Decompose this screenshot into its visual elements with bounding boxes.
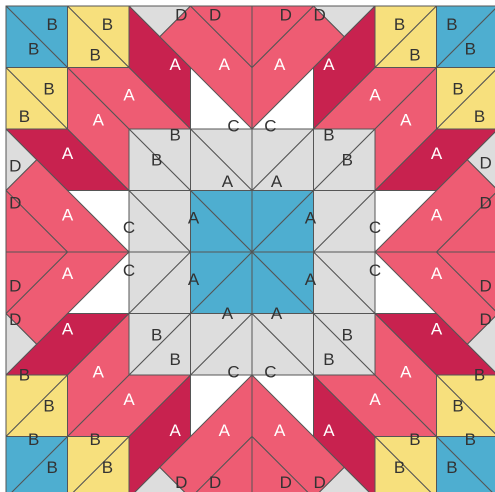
piece-label-b: B [46,458,57,477]
piece-label-a: A [431,264,443,283]
piece-label-b: B [323,126,334,145]
piece-label-b: B [342,150,353,169]
piece-label-a: A [169,421,181,440]
piece-label-d: D [480,276,492,295]
piece-label-a: A [188,270,200,289]
piece-label-a: A [123,86,135,105]
piece-label-c: C [264,362,276,381]
piece-label-b: B [169,126,180,145]
piece-label-a: A [400,110,412,129]
piece-label-d: D [209,473,221,492]
piece-label-a: A [431,144,443,163]
piece-label-b: B [409,430,420,449]
piece-label-b: B [90,46,101,65]
piece-label-d: D [280,473,292,492]
piece-label-a: A [369,390,381,409]
piece-label-b: B [452,80,463,99]
piece-label-b: B [19,366,30,385]
piece-label-a: A [369,86,381,105]
piece-label-a: A [323,421,335,440]
piece-label-b: B [28,40,39,59]
piece-label-b: B [323,350,334,369]
piece-label-b: B [19,107,30,126]
piece-label-a: A [222,172,234,191]
piece-label-d: D [9,156,21,175]
piece-label-c: C [227,116,239,135]
piece-label-c: C [264,116,276,135]
piece-label-c: C [369,261,381,280]
piece-label-d: D [9,310,21,329]
piece-label-a: A [222,304,234,323]
piece-label-a: A [62,206,74,225]
piece-label-b: B [474,107,485,126]
piece-label-a: A [123,390,135,409]
piece-label-b: B [102,458,113,477]
piece-label-a: A [400,362,412,381]
piece-label-a: A [274,55,286,74]
piece-label-b: B [169,350,180,369]
piece-label-b: B [452,396,463,415]
piece-label-d: D [9,276,21,295]
piece-label-b: B [43,396,54,415]
piece-label-c: C [123,218,135,237]
piece-label-a: A [305,270,317,289]
piece-label-d: D [480,310,492,329]
piece-label-a: A [169,55,181,74]
piece-label-b: B [342,326,353,345]
piece-label-a: A [323,55,335,74]
piece-label-b: B [43,80,54,99]
piece-label-d: D [209,6,221,25]
piece-label-a: A [188,209,200,228]
piece-label-b: B [90,430,101,449]
piece-label-b: B [446,458,457,477]
piece-label-c: C [369,218,381,237]
piece-label-c: C [123,261,135,280]
piece-label-d: D [9,193,21,212]
piece-label-a: A [93,362,105,381]
piece-label-b: B [465,430,476,449]
piece-label-b: B [394,15,405,34]
piece-label-d: D [175,6,187,25]
quilt-pieces [6,6,495,492]
piece-label-a: A [93,110,105,129]
piece-label-d: D [314,6,326,25]
piece-label-b: B [151,326,162,345]
piece-label-a: A [271,172,283,191]
piece-label-a: A [431,206,443,225]
piece-label-b: B [46,15,57,34]
piece-label-b: B [409,46,420,65]
piece-label-a: A [219,421,231,440]
piece-label-b: B [465,40,476,59]
piece-label-a: A [219,55,231,74]
piece-label-a: A [305,209,317,228]
piece-label-d: D [175,473,187,492]
piece-label-b: B [151,150,162,169]
piece-label-d: D [480,193,492,212]
piece-label-a: A [62,264,74,283]
piece-label-a: A [274,421,286,440]
piece-label-b: B [446,15,457,34]
piece-label-a: A [271,304,283,323]
piece-label-b: B [474,366,485,385]
piece-label-d: D [280,6,292,25]
piece-label-c: C [227,362,239,381]
piece-label-a: A [431,319,443,338]
piece-label-b: B [394,458,405,477]
piece-label-a: A [62,319,74,338]
piece-label-b: B [28,430,39,449]
piece-label-d: D [314,473,326,492]
piece-label-a: A [62,144,74,163]
piece-label-d: D [480,153,492,172]
piece-label-b: B [102,15,113,34]
